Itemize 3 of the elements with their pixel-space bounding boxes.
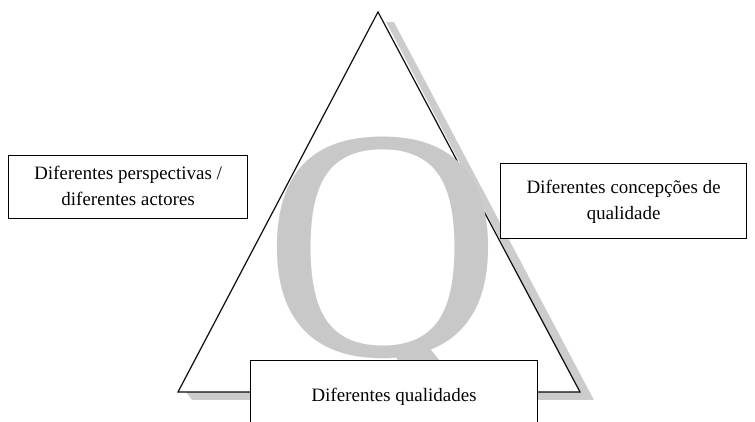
text-box: Diferentes concepções de qualidade	[500, 163, 747, 239]
text-box: Diferentes perspectivas / diferentes actores	[8, 155, 248, 219]
text-box: Diferentes qualidades	[250, 360, 538, 422]
